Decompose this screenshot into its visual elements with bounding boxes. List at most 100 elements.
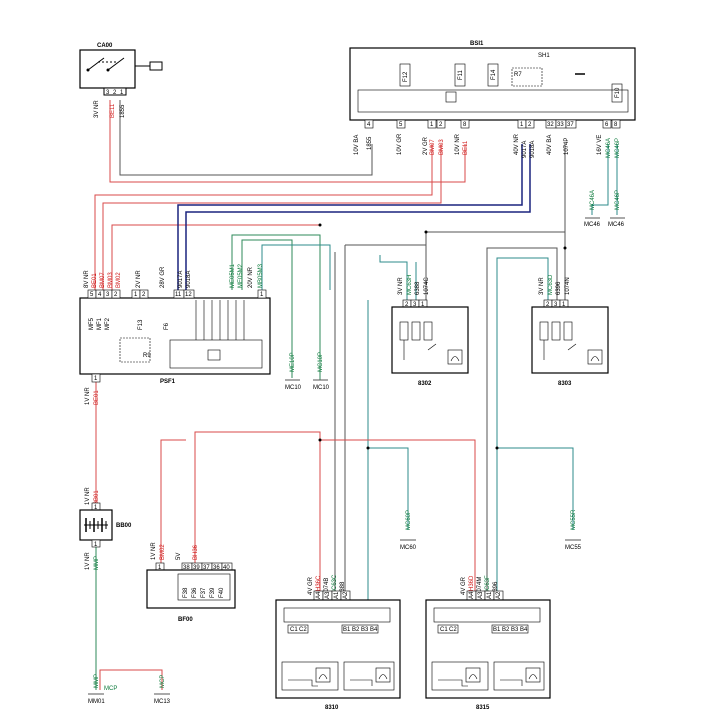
bsi1-wire-9017a: 9017A xyxy=(522,141,528,158)
svg-text:MC60P: MC60P xyxy=(406,510,412,530)
svg-text:MC60: MC60 xyxy=(400,545,417,551)
psf1-r9: R9 xyxy=(143,353,151,359)
svg-text:3: 3 xyxy=(106,292,110,298)
svg-text:MC10: MC10 xyxy=(313,385,330,391)
psf1-title: PSF1 xyxy=(160,379,176,385)
psf1-wire-9018a: 9018A xyxy=(186,271,192,288)
svg-text:A1: A1 xyxy=(334,591,340,599)
svg-text:37: 37 xyxy=(567,122,574,128)
psf1-conn-8vnr: 8V NR xyxy=(84,270,90,288)
seat-8303-module: 3V NR MC63D 6396 1074N 2 3 1 8303 xyxy=(531,274,609,387)
s303-wire: 1074N xyxy=(565,277,571,295)
svg-text:39: 39 xyxy=(193,565,200,571)
wire-bm03 xyxy=(102,144,442,290)
bb00-title: BB00 xyxy=(116,523,132,529)
svg-text:37: 37 xyxy=(203,565,210,571)
s303-code-2: 6396 xyxy=(556,281,562,295)
psf1-conn-28vgr: 28V GR xyxy=(160,266,166,288)
svg-text:MC46: MC46 xyxy=(584,222,601,228)
key-icon xyxy=(135,61,163,71)
psf1-mf2: MF2 xyxy=(105,317,111,330)
ca00-pin-3: 3 xyxy=(106,90,110,96)
svg-text:MCP: MCP xyxy=(104,686,117,692)
s302-title: 8302 xyxy=(418,381,432,387)
s310-conn: 4V GR xyxy=(308,576,314,595)
s302-conn: 3V NR xyxy=(398,277,404,295)
s302-wire: 1074C xyxy=(424,277,430,295)
svg-text:MC10: MC10 xyxy=(285,385,302,391)
psf1-code-bm03: BM03 xyxy=(108,272,114,288)
psf1-conn-2vnr: 2V NR xyxy=(136,270,142,288)
svg-text:1: 1 xyxy=(158,565,162,571)
svg-text:C1: C1 xyxy=(440,627,448,633)
svg-text:1: 1 xyxy=(260,292,264,298)
bf00-code1: BM02 xyxy=(160,544,166,560)
s302-code-2: 6388 xyxy=(415,281,421,295)
svg-text:B1: B1 xyxy=(343,627,351,633)
svg-text:C2: C2 xyxy=(299,627,307,633)
wire-me05m2 xyxy=(241,239,293,378)
ground-mcp-left: MCP xyxy=(104,686,117,692)
ground-mc55: MC55R MC55 xyxy=(565,509,582,551)
ca00-wire: 1855 xyxy=(120,104,126,118)
seat-heater-icon xyxy=(525,667,541,683)
wire-mc63h xyxy=(379,255,408,300)
psf1-code-be01-bottom: BE01 xyxy=(94,390,100,405)
s315-conn: 4V GR xyxy=(461,576,467,595)
svg-text:A4: A4 xyxy=(469,591,475,599)
svg-text:F40: F40 xyxy=(219,587,225,598)
bsi1-code-mc46a: MC46A xyxy=(606,138,612,158)
psf1-wire-9017a: 9017A xyxy=(178,271,184,288)
svg-text:MC55R: MC55R xyxy=(571,509,577,530)
svg-text:2: 2 xyxy=(439,122,443,128)
fuse-f12: F12 xyxy=(403,71,409,82)
sh1-label: SH1 xyxy=(538,53,550,59)
svg-text:1: 1 xyxy=(94,505,98,511)
svg-text:F36: F36 xyxy=(192,587,198,598)
svg-text:A2: A2 xyxy=(496,591,502,599)
svg-text:A2: A2 xyxy=(343,591,349,599)
bsi1-conn-2vgr: 2V GR xyxy=(423,136,429,155)
bb00-conn-bot: 1V NR xyxy=(85,552,91,570)
bsi1-pins: 4 5 1 2 8 1 2 32 33 37 6 8 xyxy=(364,119,621,129)
svg-text:F38: F38 xyxy=(183,587,189,598)
fuse-f10: F10 xyxy=(615,87,621,98)
ca00-module: CA00 3 2 1 3V NR BE11 1855 xyxy=(79,43,163,118)
s302-code-1: MC63H xyxy=(407,275,413,295)
wire-mc46a xyxy=(591,144,609,215)
ca00-pin-1: 1 xyxy=(120,90,124,96)
svg-text:2: 2 xyxy=(142,292,146,298)
s303-conn: 3V NR xyxy=(539,277,545,295)
svg-text:40: 40 xyxy=(223,565,230,571)
bsi1-conn-10vba: 10V BA xyxy=(354,135,360,155)
bsi1-code-bm07: BM07 xyxy=(430,139,436,155)
psf1-code-bm02: BM02 xyxy=(116,272,122,288)
fuse-f14: F14 xyxy=(491,69,497,80)
bb00-code-bot: MMP xyxy=(94,556,100,570)
svg-text:B1: B1 xyxy=(493,627,501,633)
bf00-conn1: 1V NR xyxy=(151,542,157,560)
bsi1-code-mc46p: MC46P xyxy=(615,138,621,158)
s310-wire: 1074B xyxy=(324,578,330,595)
svg-text:MC46A: MC46A xyxy=(590,190,596,210)
bsi1-wire-1074p: 1074P xyxy=(564,138,570,155)
seat-heater-icon xyxy=(587,349,603,365)
seat-heater-icon xyxy=(375,667,391,683)
svg-text:8: 8 xyxy=(463,122,467,128)
s315-title: 8315 xyxy=(476,705,490,711)
svg-text:2: 2 xyxy=(405,302,409,308)
svg-text:2: 2 xyxy=(528,122,532,128)
seat-8310-module: 4V GR BH36C 1074B MC63C 6388 A4 A3 A1 A2… xyxy=(275,574,401,711)
ca00-title: CA00 xyxy=(97,43,113,49)
s303-title: 8303 xyxy=(558,381,572,387)
ground-mc46-right: MC46P MC46 xyxy=(608,190,625,228)
svg-text:6: 6 xyxy=(605,122,609,128)
svg-text:4: 4 xyxy=(98,292,102,298)
wire-bm02 xyxy=(111,224,320,290)
seat-heater-icon xyxy=(465,667,481,683)
relay-r7: R7 xyxy=(514,72,522,78)
seat-heater-icon xyxy=(447,349,463,365)
psf1-conn-20vnr: 20V NR xyxy=(248,266,254,288)
svg-text:ME10P: ME10P xyxy=(290,352,296,372)
ca00-conn: 3V NR xyxy=(94,100,100,118)
